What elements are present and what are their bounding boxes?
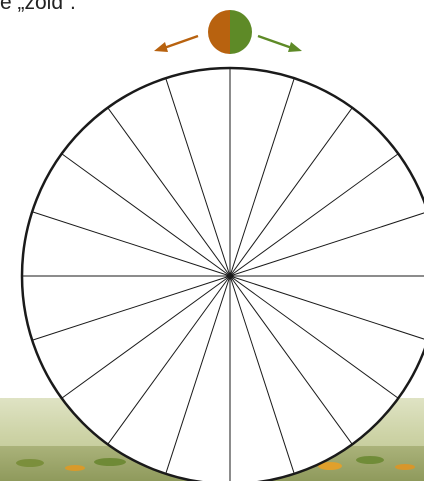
wheel [22,68,424,481]
half-half-circle-icon[interactable] [208,10,252,54]
arrow-left-icon[interactable] [154,36,198,52]
arrow-right-icon[interactable] [258,36,302,52]
